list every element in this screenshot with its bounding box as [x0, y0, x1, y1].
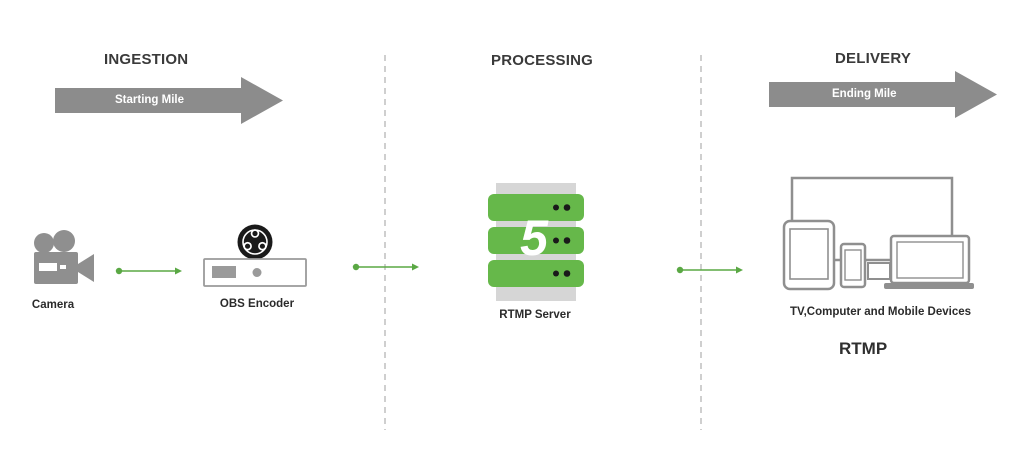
devices-icon — [782, 176, 974, 291]
heading-processing: PROCESSING — [491, 52, 594, 69]
section-divider-left — [384, 55, 386, 430]
camera-icon — [34, 230, 94, 284]
heading-delivery: DELIVERY — [835, 50, 912, 67]
obs-encoder-icon — [203, 224, 307, 287]
rtmp-server-icon: 5 — [488, 183, 584, 301]
rtmp-server-label: RTMP Server — [499, 309, 571, 321]
starting-mile-label: Starting Mile — [115, 94, 185, 106]
devices-label: TV,Computer and Mobile Devices — [789, 306, 972, 318]
flow-arrow-encoder-to-server — [352, 263, 419, 271]
obs-encoder-label: OBS Encoder — [219, 298, 295, 310]
heading-ingestion: INGESTION — [104, 51, 189, 68]
section-divider-right — [700, 55, 702, 430]
flow-arrow-server-to-devices — [676, 266, 743, 274]
starting-mile-arrow — [55, 77, 283, 124]
ending-mile-arrow — [769, 71, 997, 118]
protocol-label: RTMP — [839, 339, 888, 358]
ending-mile-label: Ending Mile — [832, 88, 897, 100]
server-badge-number: 5 — [520, 210, 549, 266]
flow-arrow-camera-to-encoder — [115, 267, 182, 275]
camera-label: Camera — [31, 299, 75, 311]
